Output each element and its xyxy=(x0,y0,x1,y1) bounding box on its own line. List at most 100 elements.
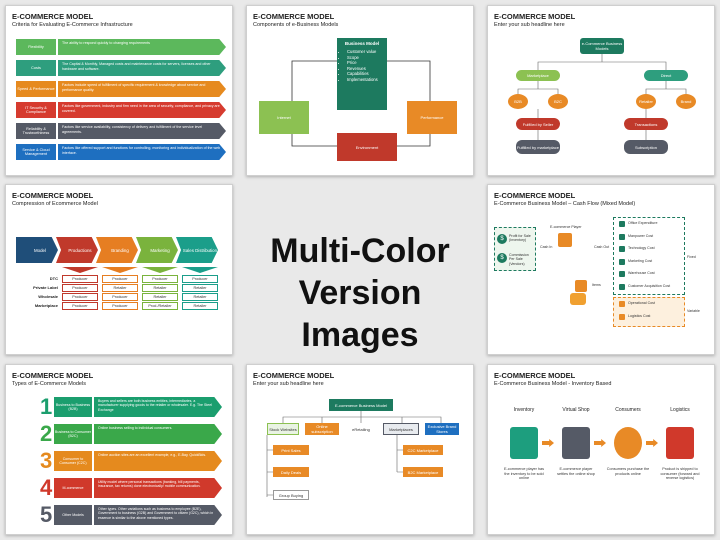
cost-icon xyxy=(619,283,625,290)
tree-l1-marketplace: Marketplace xyxy=(516,70,560,81)
tree-l3-fulfilled-seller: Fulfilled by Seller xyxy=(516,118,560,130)
tree-daily-deals: Daily Deals xyxy=(273,467,309,477)
slide-title: E-COMMERCE MODEL xyxy=(494,191,576,200)
fixed-cost-box xyxy=(613,217,685,295)
business-model-item: Price xyxy=(347,60,384,66)
consumers-icon xyxy=(614,427,642,459)
slide-4-compression[interactable]: E-COMMERCE MODEL Compression of Ecommerc… xyxy=(5,184,233,355)
tree-l1-stock: Stock Websites xyxy=(267,423,299,435)
slide-1-criteria[interactable]: E-COMMERCE MODEL Criteria for Evaluating… xyxy=(5,5,233,176)
slide-subtitle: Criteria for Evaluating E-Commerce Infra… xyxy=(12,22,133,28)
business-model-title: Business Model xyxy=(344,41,380,46)
column-chevron xyxy=(142,267,178,273)
criteria-description: Factors like government, industry and fi… xyxy=(58,102,226,118)
type-number: 4 xyxy=(40,475,53,500)
cart-icon xyxy=(666,427,694,459)
tree-l4-fulfilled-marketplace: Fulfilled by marketplace xyxy=(516,140,560,154)
tree-root: E-commerce Business Model xyxy=(329,399,393,411)
items-label: Items xyxy=(592,283,601,287)
row-label: Marketplace xyxy=(34,303,58,308)
slide-subtitle: E-Commerce Business Model – Cash Flow (M… xyxy=(494,201,636,207)
table-cell: Producer xyxy=(62,275,98,283)
business-model-item: Implementations xyxy=(347,77,384,83)
tree-l1-brand-stores: Exclusive Brand Stores xyxy=(425,423,459,435)
criteria-description: Factors include speed of fulfillment of … xyxy=(58,81,226,97)
slide-6-types[interactable]: E-COMMERCE MODEL Types of E-Commerce Mod… xyxy=(5,364,233,535)
center-heading-line1: Multi-Color xyxy=(270,232,450,270)
table-cell: Producer xyxy=(62,293,98,301)
type-number: 3 xyxy=(40,448,53,473)
flow-header: Logistics xyxy=(670,407,690,413)
slide-8-inventory-based[interactable]: E-COMMERCE MODEL E-Commerce Business Mod… xyxy=(487,364,715,535)
criteria-description: The ability to respond quickly to changi… xyxy=(58,39,226,55)
cost-icon xyxy=(619,246,625,252)
process-arrow: Marketing xyxy=(136,237,178,263)
slide-3-business-models-tree[interactable]: E-COMMERCE MODEL Enter your sub headline… xyxy=(487,5,715,176)
row-label: Wholesale xyxy=(38,294,58,299)
cost-item: Marketing Cost xyxy=(628,258,653,263)
cost-item: Manpower Cost xyxy=(628,233,654,238)
slide-5-cash-flow[interactable]: E-COMMERCE MODEL E-Commerce Business Mod… xyxy=(487,184,715,355)
table-cell: Retailer xyxy=(182,293,218,301)
table-cell: Retailer xyxy=(142,284,178,292)
cost-item: Technology Cost xyxy=(628,246,655,250)
tree-l2-b2c: B2C xyxy=(548,94,568,109)
slide-title: E-COMMERCE MODEL xyxy=(12,12,94,21)
tree-l4-subscription: Subscription xyxy=(624,140,668,154)
column-chevron xyxy=(102,267,138,273)
flow-arrow-icon xyxy=(646,439,658,447)
slide-title: E-COMMERCE MODEL xyxy=(494,371,576,380)
column-chevron xyxy=(182,267,218,273)
player-icon xyxy=(558,233,572,247)
slide-subtitle: Components of e-Business Models xyxy=(253,22,339,28)
type-description: Online auction sites are an excellent ex… xyxy=(94,451,222,471)
slide-2-components[interactable]: E-COMMERCE MODEL Components of e-Busines… xyxy=(246,5,474,176)
table-cell: Producer xyxy=(102,302,138,310)
connector-lines xyxy=(291,60,431,147)
type-label: M-commerce xyxy=(54,478,92,498)
flow-header: Virtual Shop xyxy=(562,407,590,413)
business-model-item: Capabilities xyxy=(347,71,384,77)
player-label: E-commerce Player xyxy=(550,225,582,229)
tree-group-buying: Group Buying xyxy=(273,490,309,500)
tree-b2c: B2C Marketplace xyxy=(403,467,443,477)
table-cell: Producer xyxy=(62,284,98,292)
business-model-item: Customer value xyxy=(347,49,384,55)
type-description: Other types. Other variations such as bu… xyxy=(94,505,222,525)
tree-l1-direct: Direct xyxy=(644,70,688,81)
flow-caption: Product is shipped to consumer (forward … xyxy=(660,467,700,481)
slide-7-business-model-tree[interactable]: E-COMMERCE MODEL Enter your sub headline… xyxy=(246,364,474,535)
type-number: 2 xyxy=(40,421,53,446)
cost-icon xyxy=(619,221,625,227)
type-number: 5 xyxy=(40,502,53,527)
flow-header: Inventory xyxy=(513,407,535,413)
slide-title: E-COMMERCE MODEL xyxy=(12,371,94,380)
cost-icon xyxy=(619,271,625,277)
profit-label: Profit for Sale (Inventory) xyxy=(509,234,531,243)
type-label: Business to Business (B2B) xyxy=(54,397,92,417)
tree-l2-retailer: Retailer xyxy=(636,94,656,109)
tree-l1-subscription: Online subscription xyxy=(305,423,339,435)
type-label: Consumer to Consumer (C2C) xyxy=(54,451,92,471)
business-model-item: Scope xyxy=(347,55,384,61)
table-cell: Retailer xyxy=(142,293,178,301)
business-model-item: Revenues xyxy=(347,66,384,72)
slide-subtitle: Enter your sub headline here xyxy=(494,22,565,28)
tree-l2-brand: Brand xyxy=(676,94,696,109)
money-icon-2: $ xyxy=(497,253,507,263)
cost-icon xyxy=(619,314,625,320)
slide-subtitle: Enter your sub headline here xyxy=(253,381,324,387)
center-heading: Multi-Color Version Images xyxy=(245,230,475,356)
tree-connectors xyxy=(517,54,687,140)
internet-box: Internet xyxy=(259,101,309,134)
process-arrow: Model xyxy=(16,237,58,263)
criteria-label: IT Security & Compliance xyxy=(16,102,56,118)
table-cell: Retailer xyxy=(182,284,218,292)
type-label: Other Models xyxy=(54,505,92,525)
criteria-description: Factors like offered support and functio… xyxy=(58,144,226,160)
flow-caption: Consumers purchase the products online xyxy=(606,467,650,476)
criteria-description: Factors like service availability, consi… xyxy=(58,123,226,139)
table-cell: Producer xyxy=(102,293,138,301)
cost-icon xyxy=(619,301,625,307)
commission-label: Commission Per Sale (Vendors) xyxy=(509,253,529,266)
